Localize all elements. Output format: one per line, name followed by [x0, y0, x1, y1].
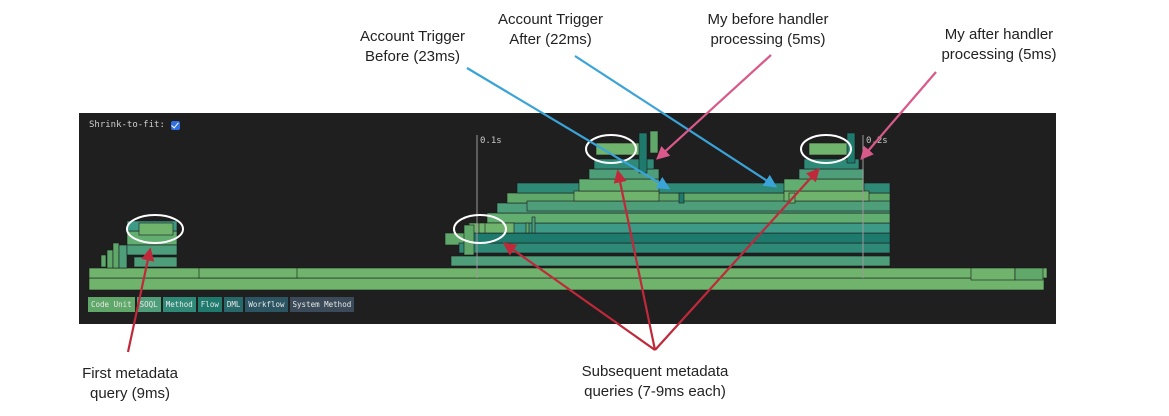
legend-item: DML: [223, 297, 244, 312]
legend-item: Workflow: [245, 297, 288, 312]
shrink-to-fit-checkbox[interactable]: [170, 120, 180, 130]
annotation-first-query: First metadata query (9ms): [82, 365, 178, 402]
flame-frame[interactable]: [1014, 267, 1044, 281]
annotation-arrow: [466, 67, 671, 190]
annotation-trigger-after: Account Trigger After (22ms): [497, 11, 604, 48]
annotation-arrow: [574, 55, 778, 188]
highlight-ellipse: [800, 134, 852, 164]
flame-frame[interactable]: [525, 222, 530, 234]
flame-frame[interactable]: [678, 192, 685, 204]
flame-frame[interactable]: [516, 182, 891, 194]
annotation-arrow: [654, 168, 820, 351]
flame-frame[interactable]: [100, 254, 107, 268]
annotation-before-handler: My before handler processing (5ms): [707, 11, 829, 48]
highlight-ellipse: [126, 214, 184, 244]
flame-frame[interactable]: [133, 256, 178, 268]
legend-item: Flow: [197, 297, 222, 312]
scale-label: 0.1s: [480, 136, 502, 146]
flame-frame[interactable]: [803, 158, 860, 170]
annotation-arrow: [656, 54, 772, 160]
flame-frame[interactable]: [531, 216, 536, 234]
flame-frame[interactable]: [649, 130, 659, 154]
flame-frame[interactable]: [593, 158, 655, 170]
shrink-to-fit-control[interactable]: Shrink-to-fit:: [89, 120, 180, 130]
annotation-arrow: [126, 247, 155, 353]
flame-frame[interactable]: [118, 244, 128, 269]
legend-item: Method: [162, 297, 196, 312]
annotation-arrow: [502, 242, 656, 351]
flame-frame[interactable]: [450, 255, 891, 267]
flame-frame[interactable]: [296, 267, 1048, 279]
annotation-after-handler: My after handler processing (5ms): [941, 26, 1057, 63]
shrink-to-fit-label: Shrink-to-fit:: [89, 120, 165, 130]
flame-frame[interactable]: [478, 222, 486, 234]
highlight-ellipse: [453, 214, 507, 244]
legend-item: System Method: [289, 297, 355, 312]
annotation-arrow: [613, 169, 657, 351]
annotation-trigger-before: Account Trigger Before (23ms): [359, 28, 466, 65]
legend-item: Code Unit: [88, 297, 135, 312]
flame-frame[interactable]: [526, 200, 891, 212]
highlight-ellipse: [585, 134, 637, 164]
flame-frame[interactable]: [138, 222, 174, 236]
annotation-arrow: [860, 71, 937, 161]
annotation-subsequent-queries: Subsequent metadata queries (7-9ms each): [581, 363, 729, 400]
legend-item: SOQL: [136, 297, 161, 312]
